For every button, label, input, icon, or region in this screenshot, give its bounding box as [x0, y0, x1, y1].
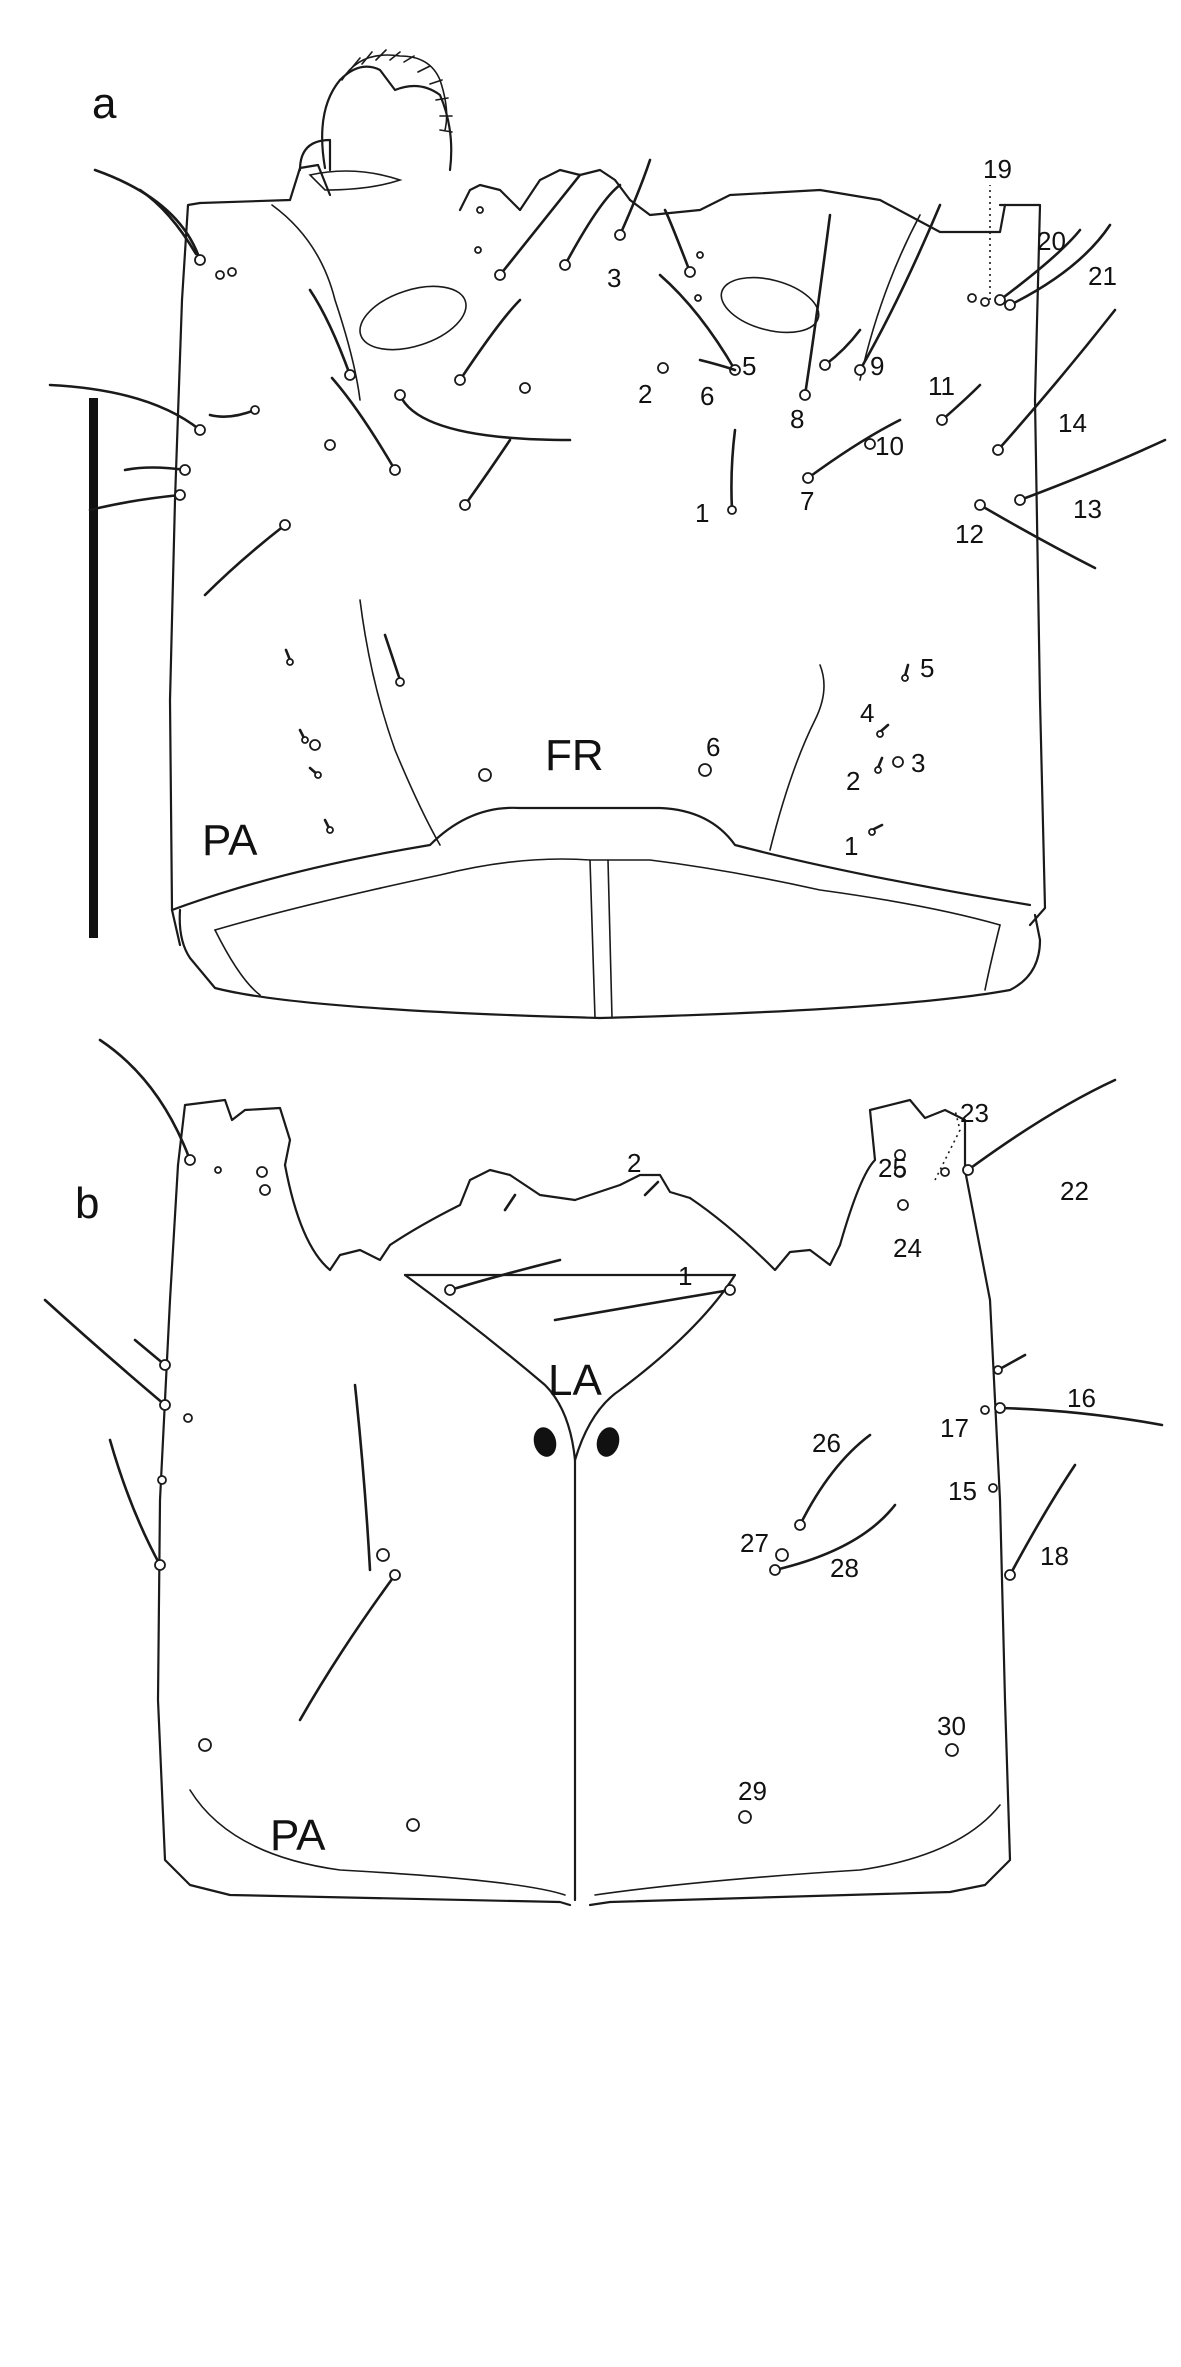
seta-label: 21 [1088, 261, 1117, 291]
seta-label: 2 [846, 766, 860, 796]
seta-label: 6 [700, 381, 714, 411]
seta-label: 19 [983, 154, 1012, 184]
region-label-pa-a: PA [202, 816, 258, 865]
region-label-fr: FR [545, 731, 604, 780]
setae-group-a [48, 158, 1167, 836]
setae-group-b [43, 1038, 1164, 1832]
seta-label: 9 [870, 351, 884, 381]
seta-label: 5 [742, 351, 756, 381]
seta-label: 29 [738, 1776, 767, 1806]
scale-bar [89, 398, 98, 938]
panel-a-letter: a [92, 79, 117, 128]
mentum-spot-left [533, 1427, 557, 1457]
seta-label: 12 [955, 519, 984, 549]
setae-number-labels-b: 23 2 25 22 24 1 16 17 26 15 27 18 28 30 … [627, 1098, 1096, 1806]
mentum-spot-right [596, 1427, 620, 1457]
seta-label: 28 [830, 1553, 859, 1583]
seta-label: 2 [627, 1148, 641, 1178]
seta-label: 6 [706, 732, 720, 762]
seta-label: 10 [875, 431, 904, 461]
seta-label: 25 [878, 1153, 907, 1183]
head-capsule-outline-b [156, 1098, 1012, 1907]
seta-label: 8 [790, 404, 804, 434]
seta-label: 22 [1060, 1176, 1089, 1206]
seta-label: 26 [812, 1428, 841, 1458]
seta-label: 23 [960, 1098, 989, 1128]
seta-label: 1 [678, 1261, 692, 1291]
seta-label: 16 [1067, 1383, 1096, 1413]
seta-label: 13 [1073, 494, 1102, 524]
seta-label: 4 [860, 698, 874, 728]
seta-label: 1 [695, 498, 709, 528]
region-label-pa-b: PA [270, 1811, 326, 1860]
seta-label: 11 [928, 371, 955, 401]
setae-number-labels-a: 19 20 21 3 5 6 2 9 11 8 14 10 7 13 1 12 … [607, 154, 1117, 861]
seta-label: 27 [740, 1528, 769, 1558]
seta-label: 15 [948, 1476, 977, 1506]
panel-b: b [43, 1038, 1164, 1907]
seta-label: 5 [920, 653, 934, 683]
head-capsule-outline-a [168, 49, 1047, 1020]
seta-label: 7 [800, 486, 814, 516]
seta-label: 17 [940, 1413, 969, 1443]
region-label-la: LA [548, 1356, 602, 1405]
seta-label: 1 [844, 831, 858, 861]
seta-label: 18 [1040, 1541, 1069, 1571]
seta-label: 3 [911, 748, 925, 778]
panel-a: a [48, 49, 1167, 1020]
seta-label: 20 [1037, 226, 1066, 256]
seta-label: 3 [607, 263, 621, 293]
seta-label: 30 [937, 1711, 966, 1741]
panel-b-letter: b [75, 1179, 99, 1228]
seta-label: 14 [1058, 408, 1087, 438]
seta-label: 24 [893, 1233, 922, 1263]
seta-label: 2 [638, 379, 652, 409]
